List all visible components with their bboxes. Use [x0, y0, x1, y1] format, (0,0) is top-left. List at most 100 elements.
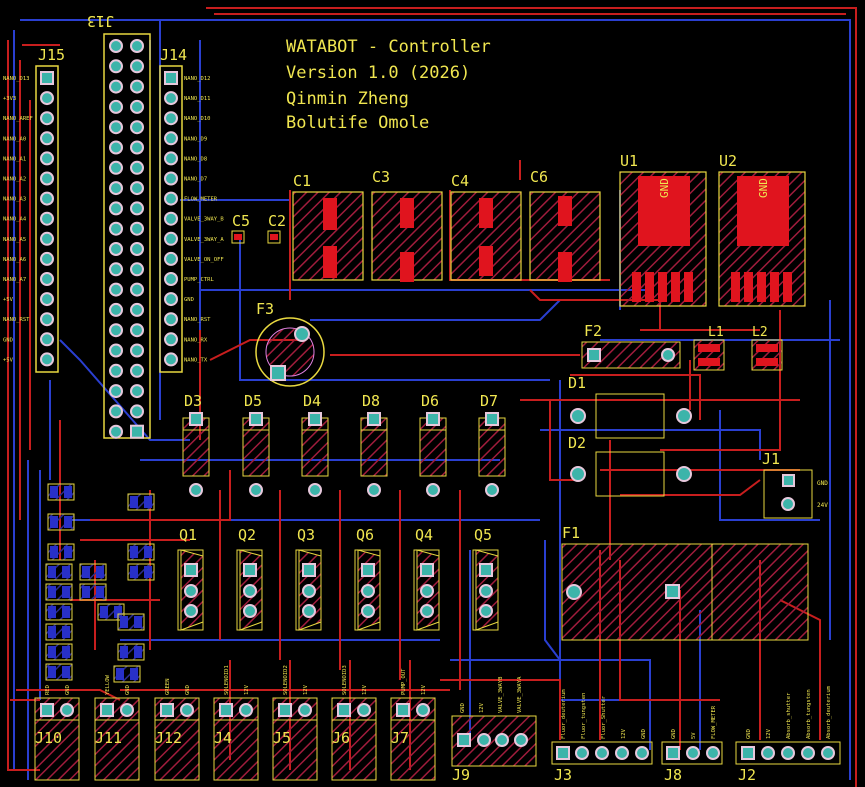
- connector-pin: [821, 746, 835, 760]
- j15-pin-label: NANO_D13: [3, 76, 30, 82]
- diode-pad: [426, 412, 440, 426]
- q6-designator: Q6: [356, 526, 374, 544]
- diode-d8: D8: [360, 392, 388, 497]
- transistor-pad: [302, 584, 316, 598]
- connector-pin: [100, 703, 114, 717]
- j13-pins: [109, 39, 144, 439]
- d1-designator: D1: [568, 374, 586, 392]
- j14-pin-label: NANO_D10: [184, 116, 211, 122]
- c5-designator: C5: [232, 212, 250, 230]
- j13-pin: [130, 181, 144, 196]
- j15-pin: [40, 151, 54, 166]
- j15-pin: [40, 332, 54, 347]
- transistor-pad: [243, 563, 257, 577]
- connector-pin: [357, 703, 371, 717]
- j2-pin-label: Absorb_shutter: [786, 692, 792, 739]
- l2-designator: L2: [752, 325, 768, 340]
- j3-pin-label: GND: [641, 729, 647, 739]
- j14-pin: [164, 151, 178, 166]
- capacitor-c4: C4: [450, 172, 522, 281]
- j13-pin: [130, 363, 144, 378]
- j8-designator: J8: [664, 766, 682, 784]
- diode-pad: [308, 483, 322, 497]
- j9-pin-label: GND: [460, 703, 466, 713]
- j13-pin: [109, 242, 123, 256]
- title-line-4: Bolutife Omole: [286, 113, 429, 133]
- transistor-pad: [420, 584, 434, 598]
- j6-designator: J6: [332, 729, 350, 747]
- j13-pin: [130, 59, 144, 74]
- j14-pin-label: NANO_D9: [184, 136, 207, 142]
- j13-pin: [130, 160, 144, 175]
- f1-designator: F1: [562, 524, 580, 542]
- q4-designator: Q4: [415, 526, 433, 544]
- j13-pin: [109, 302, 123, 317]
- j14-pin: [164, 191, 178, 206]
- j14-pin: [164, 272, 178, 286]
- diode-d1: D1: [568, 374, 692, 439]
- j7-designator: J7: [391, 729, 409, 747]
- connector-pin: [457, 733, 471, 747]
- j13-designator: J13: [87, 12, 114, 30]
- diode-pad: [189, 483, 203, 497]
- diode-d3: D3: [182, 392, 210, 497]
- j15-pin: [40, 71, 54, 85]
- j14-pin: [164, 292, 178, 307]
- j14-pin: [164, 111, 178, 126]
- j15-pin: [40, 191, 54, 206]
- j2-pin-label: GND: [746, 729, 752, 739]
- smd-component: [117, 613, 145, 631]
- j15-pin-label: NANO_RST: [3, 317, 30, 323]
- j14-pin: [164, 251, 178, 266]
- transistor-pad: [302, 563, 316, 577]
- j8-pin-label: FLOW_METER: [711, 705, 717, 739]
- inductor-l2: L2: [751, 325, 783, 371]
- j15-pin-label: GND: [3, 337, 13, 343]
- j13-pin: [109, 384, 123, 399]
- j1-label-24v: 24V: [817, 502, 828, 509]
- j12-pin-label: GND: [185, 685, 191, 695]
- smd-component: [79, 583, 107, 601]
- connector-pin: [477, 733, 491, 747]
- j14-designator: J14: [160, 46, 187, 64]
- transistor-pad: [184, 604, 198, 618]
- diode-d6: D6: [419, 392, 447, 497]
- connector-pin: [160, 703, 174, 717]
- j15-designator: J15: [38, 46, 65, 64]
- j14-pin-label: NANO_RX: [184, 337, 208, 343]
- d8-designator: D8: [362, 392, 380, 410]
- connector-pin: [615, 746, 629, 760]
- smd-component: [79, 563, 107, 581]
- connector-j14: J14 NANO_D12NANO_D11NANO_D10NANO_D9NANO_…: [159, 46, 224, 373]
- smd-component: [45, 643, 73, 661]
- j15-pin-label: +3V3: [3, 96, 16, 102]
- j13-pin: [130, 404, 144, 419]
- regulator-u1: GND U1: [619, 152, 707, 307]
- smd-component: [127, 543, 155, 561]
- j7-pin-label: 12V: [421, 684, 427, 695]
- j15-pin-labels: NANO_D13+3V3NANO_AREFNANO_A0NANO_A1NANO_…: [3, 76, 33, 363]
- j4-pin-label: 12V: [244, 684, 250, 695]
- u2-designator: U2: [719, 152, 737, 170]
- connector-j1: J1 GND 24V: [762, 450, 828, 519]
- j13-pin: [130, 242, 144, 256]
- j15-pin: [40, 292, 54, 307]
- smd-component: [117, 643, 145, 661]
- smd-component: [127, 563, 155, 581]
- connector-pin: [706, 746, 720, 760]
- fuse-f2: F2: [581, 322, 681, 369]
- j3-pin-label: 12V: [621, 728, 627, 739]
- j14-pin-label: NANO_TX: [184, 357, 208, 363]
- j2-pin-label: Absorb_deuterium: [826, 685, 832, 739]
- j3-designator: J3: [554, 766, 572, 784]
- d5-designator: D5: [244, 392, 262, 410]
- transistor-pad: [243, 604, 257, 618]
- d2-designator: D2: [568, 434, 586, 452]
- q3-designator: Q3: [297, 526, 315, 544]
- j13-pin: [130, 343, 144, 358]
- connector-pin: [40, 703, 54, 717]
- j14-pin: [164, 352, 178, 367]
